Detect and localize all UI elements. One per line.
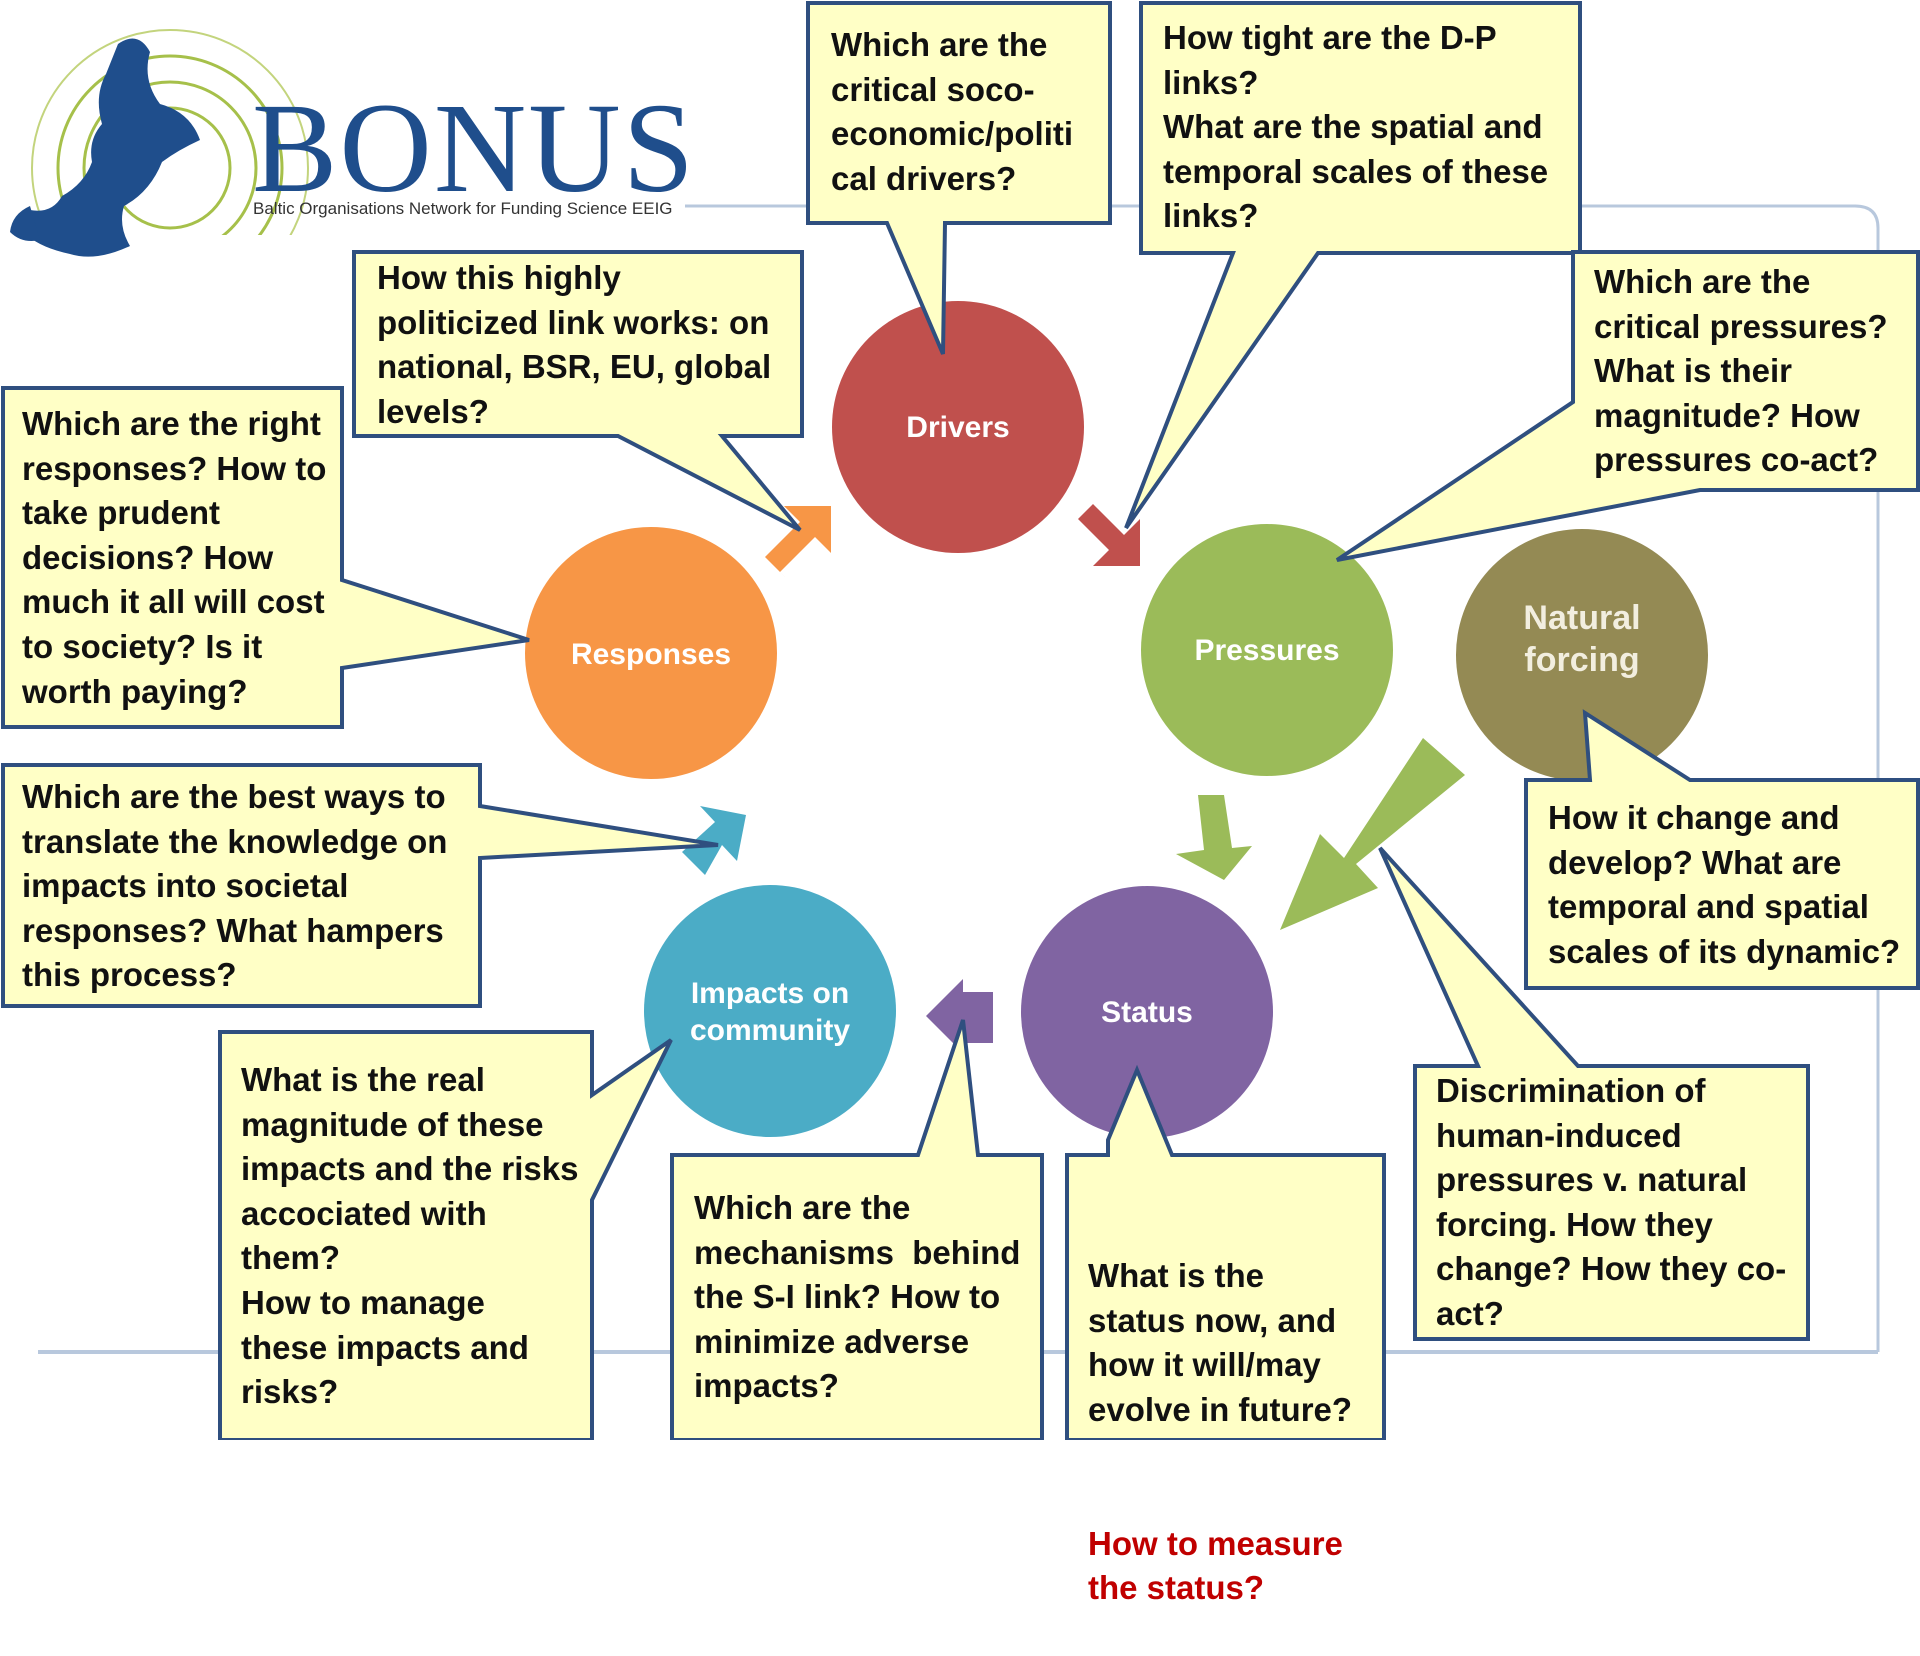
callout-natural-forcing xyxy=(1524,709,1920,990)
logo-title: BONUS xyxy=(252,77,696,219)
callout-drivers xyxy=(806,1,1112,355)
label-responses: Responses xyxy=(570,638,732,671)
callout-status-text: What is the status now, and how it will/… xyxy=(1088,1165,1352,1656)
callout-dp-links-text: How tight are the D-P links? What are th… xyxy=(1163,19,1549,235)
callout-translate xyxy=(1,763,719,1008)
callout-rd-link xyxy=(352,250,804,532)
callout-discrimination xyxy=(1378,846,1810,1341)
callout-si-link xyxy=(670,1019,1044,1440)
arrow-status-to-impacts xyxy=(926,979,993,1053)
callout-dp-links xyxy=(1124,1,1582,530)
node-responses xyxy=(525,527,777,779)
diagram-canvas xyxy=(0,1,1920,1440)
label-pressures: Pressures xyxy=(1194,634,1340,667)
node-natural-forcing xyxy=(1456,529,1708,781)
node-drivers xyxy=(832,301,1084,553)
callout-rd-link-text: How this highly politicized link works: … xyxy=(377,259,772,430)
frame-line xyxy=(685,204,1880,1352)
arrow-impacts-to-responses xyxy=(682,806,746,875)
node-status xyxy=(1021,886,1273,1138)
callout-discrimination-text: Discrimination of human-induced pressure… xyxy=(1436,1072,1787,1332)
callout-pressures xyxy=(1335,250,1920,562)
logo-subtitle: Baltic Organisations Network for Funding… xyxy=(253,199,673,218)
arrow-drivers-to-pressures xyxy=(1070,504,1140,566)
label-impacts: Impacts on community xyxy=(689,977,851,1047)
callout-natural-forcing-text: How it change and develop? What are temp… xyxy=(1548,799,1901,970)
callout-pressures-text: Which are the critical pressures? What i… xyxy=(1594,263,1888,479)
arrow-pressures-to-status xyxy=(1176,795,1252,880)
callout-drivers-text: Which are the critical soco- economic/po… xyxy=(831,26,1074,197)
callout-impacts xyxy=(218,1030,673,1440)
node-pressures xyxy=(1141,524,1393,776)
baltic-logo-icon xyxy=(0,29,309,315)
arrow-natural-forcing-to-status xyxy=(1280,738,1465,930)
callout-status xyxy=(1065,1064,1386,1440)
status-question: What is the status now, and how it will/… xyxy=(1088,1257,1353,1428)
node-impacts xyxy=(644,885,896,1137)
callout-impacts-text: What is the real magnitude of these impa… xyxy=(241,1061,579,1411)
callout-si-link-text: Which are the mechanisms behind the S-I … xyxy=(694,1189,1021,1405)
label-status: Status xyxy=(1101,996,1193,1029)
label-natural-forcing: Natural forcing xyxy=(1523,599,1641,679)
callout-responses xyxy=(1,386,530,729)
callout-responses-text: Which are the right responses? How to ta… xyxy=(22,405,327,710)
status-measure-question: How to measure the status? xyxy=(1088,1524,1343,1607)
callout-translate-text: Which are the best ways to translate the… xyxy=(22,778,448,994)
label-drivers: Drivers xyxy=(906,411,1010,444)
arrow-responses-to-drivers xyxy=(765,506,831,577)
